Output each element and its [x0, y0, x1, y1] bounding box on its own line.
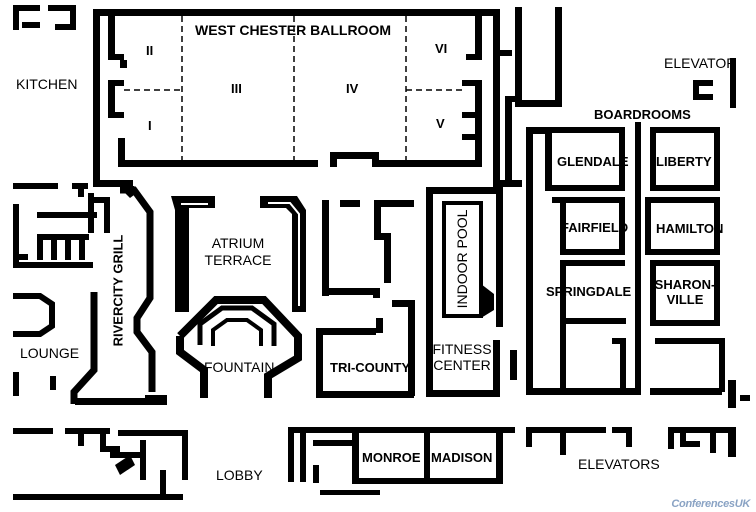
bottom-walls — [13, 427, 736, 500]
ballroom-section-ii[interactable]: II — [146, 43, 154, 58]
room-hamilton[interactable]: HAMILTON — [656, 221, 724, 236]
fitness-center-label[interactable]: FITNESS CENTER — [430, 342, 494, 372]
room-liberty[interactable]: LIBERTY — [656, 154, 712, 169]
watermark-logo: ConferencesUK — [671, 498, 750, 510]
room-sharonville-line2: VILLE — [666, 292, 704, 307]
room-madison[interactable]: MADISON — [431, 450, 493, 465]
indoor-pool-label[interactable]: INDOOR POOL — [454, 209, 470, 309]
ballroom-walls — [93, 9, 522, 187]
atrium-walls — [171, 196, 306, 398]
tricounty-walls — [316, 200, 415, 398]
room-tri-county[interactable]: TRI-COUNTY — [330, 360, 411, 375]
room-sharonville-line1: SHARON- — [654, 277, 716, 292]
ballroom-title[interactable]: WEST CHESTER BALLROOM — [195, 22, 391, 38]
atrium-line1: ATRIUM — [211, 235, 265, 251]
ballroom-section-i[interactable]: I — [148, 118, 152, 133]
fountain-label: FOUNTAIN — [204, 359, 275, 375]
ballroom-dividers — [124, 16, 462, 160]
fitness-line1: FITNESS — [432, 341, 492, 357]
lobby-label: LOBBY — [216, 467, 263, 483]
room-monroe[interactable]: MONROE — [362, 450, 421, 465]
atrium-line2: TERRACE — [204, 252, 272, 268]
boardrooms-walls — [526, 122, 750, 408]
ballroom-section-v[interactable]: V — [436, 116, 445, 131]
room-springdale[interactable]: SPRINGDALE — [546, 284, 632, 299]
atrium-terrace-label[interactable]: ATRIUM TERRACE — [200, 236, 276, 267]
lounge-label: LOUNGE — [20, 345, 80, 361]
pool-walls — [426, 187, 517, 397]
fitness-line2: CENTER — [433, 357, 491, 373]
top-left-walls — [13, 5, 76, 30]
room-fairfield[interactable]: FAIRFIELD — [561, 220, 629, 235]
grill-walls — [13, 183, 167, 405]
elevators-label: ELEVATORS — [578, 456, 660, 472]
elevator-label: ELEVATOR — [664, 55, 737, 71]
rivercity-grill-label[interactable]: RIVERCITY GRILL — [110, 234, 126, 347]
boardrooms-label: BOARDROOMS — [594, 107, 691, 122]
ballroom-section-iv[interactable]: IV — [346, 81, 359, 96]
room-sharonville[interactable]: SHARON- VILLE — [654, 278, 716, 306]
kitchen-label: KITCHEN — [16, 76, 78, 92]
ballroom-section-iii[interactable]: III — [231, 81, 242, 96]
ballroom-section-vi[interactable]: VI — [435, 41, 448, 56]
elevator-walls — [515, 7, 736, 108]
room-glendale[interactable]: GLENDALE — [557, 154, 629, 169]
